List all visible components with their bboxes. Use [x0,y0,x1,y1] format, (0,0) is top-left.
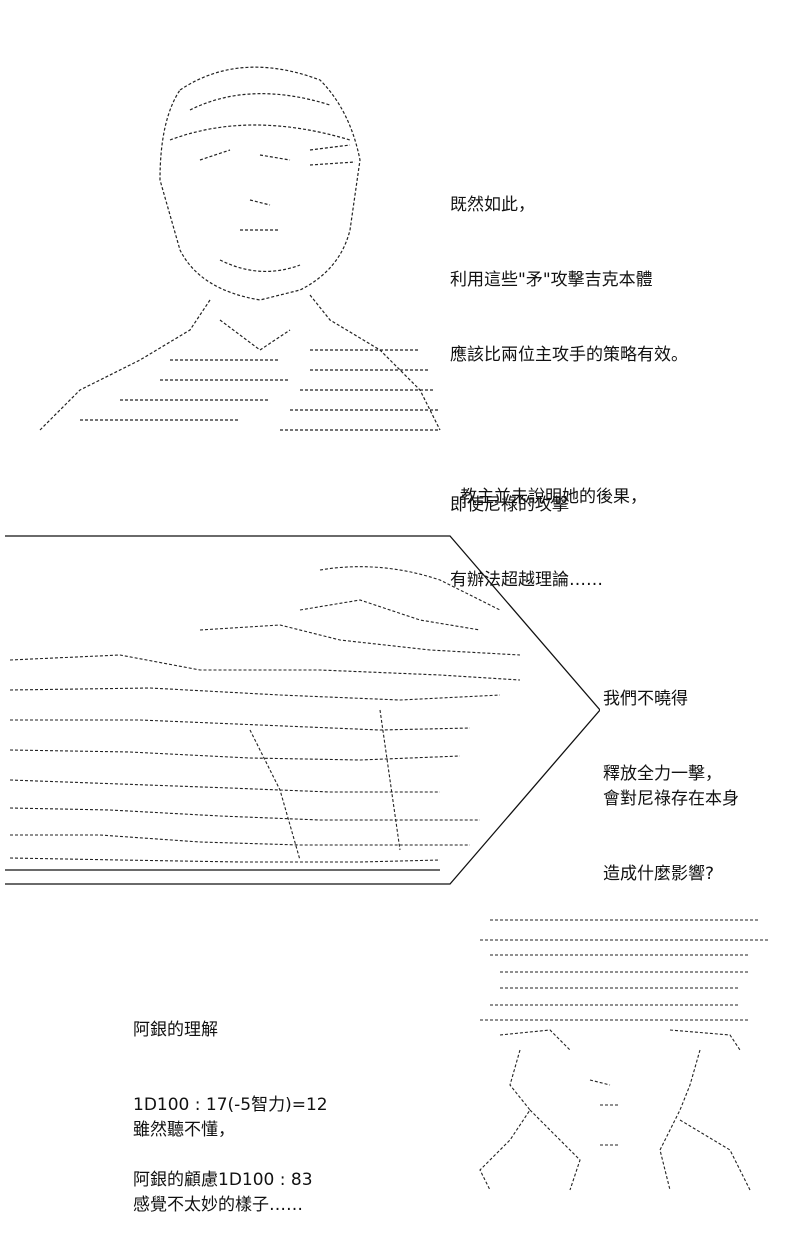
panel1-line: 有辦法超越理論…… [450,570,603,590]
panel2-line: 釋放全力一擊， [603,764,722,784]
panel1-line: 應該比兩位主攻手的策略有效。 [450,345,688,365]
panel2-line: 造成什麼影響? [603,864,715,884]
figure-drawing [479,919,770,1191]
panel3-line: 雖然聽不懂， [133,1120,235,1140]
panel1-line: 即使尼祿的攻擊 [450,495,569,515]
panel3-line: 阿銀的理解 [133,1020,218,1040]
panel1-line [450,418,688,443]
ascii-art-figure [470,910,780,1195]
panel2-caption: 教主並未說明她的後果， [460,487,647,507]
panel2-dialogue-b: 會對尼祿存在本身 造成什麼影響? [603,737,739,912]
panel3-dialogue: 雖然聽不懂， 感覺不太妙的樣子…… [133,1068,303,1243]
panel3-line: 感覺不太妙的樣子…… [133,1195,303,1215]
panel3-line: 阿銀的顧慮1D100 : 83 [133,1170,313,1190]
panel1-line: 利用這些"矛"攻擊吉克本體 [450,270,653,290]
panel1-line: 既然如此， [450,195,535,215]
panel2-line: 我們不曉得 [603,689,688,709]
ascii-art-portrait [20,50,450,450]
landscape-drawing [5,535,600,885]
panel2-line: 會對尼祿存在本身 [603,789,739,809]
panel2-dialogue-a: 我們不曉得 釋放全力一擊， [603,637,722,812]
panel3-line: 1D100 : 17(-5智力)=12 [133,1095,328,1115]
ascii-art-landscape [0,530,600,890]
portrait-drawing [39,66,441,431]
panel3-dice-results: 阿銀的理解 1D100 : 17(-5智力)=12 阿銀的顧慮1D100 : 8… [133,968,328,1218]
panel1-dialogue: 既然如此， 利用這些"矛"攻擊吉克本體 應該比兩位主攻手的策略有效。 即使尼祿的… [450,143,688,618]
